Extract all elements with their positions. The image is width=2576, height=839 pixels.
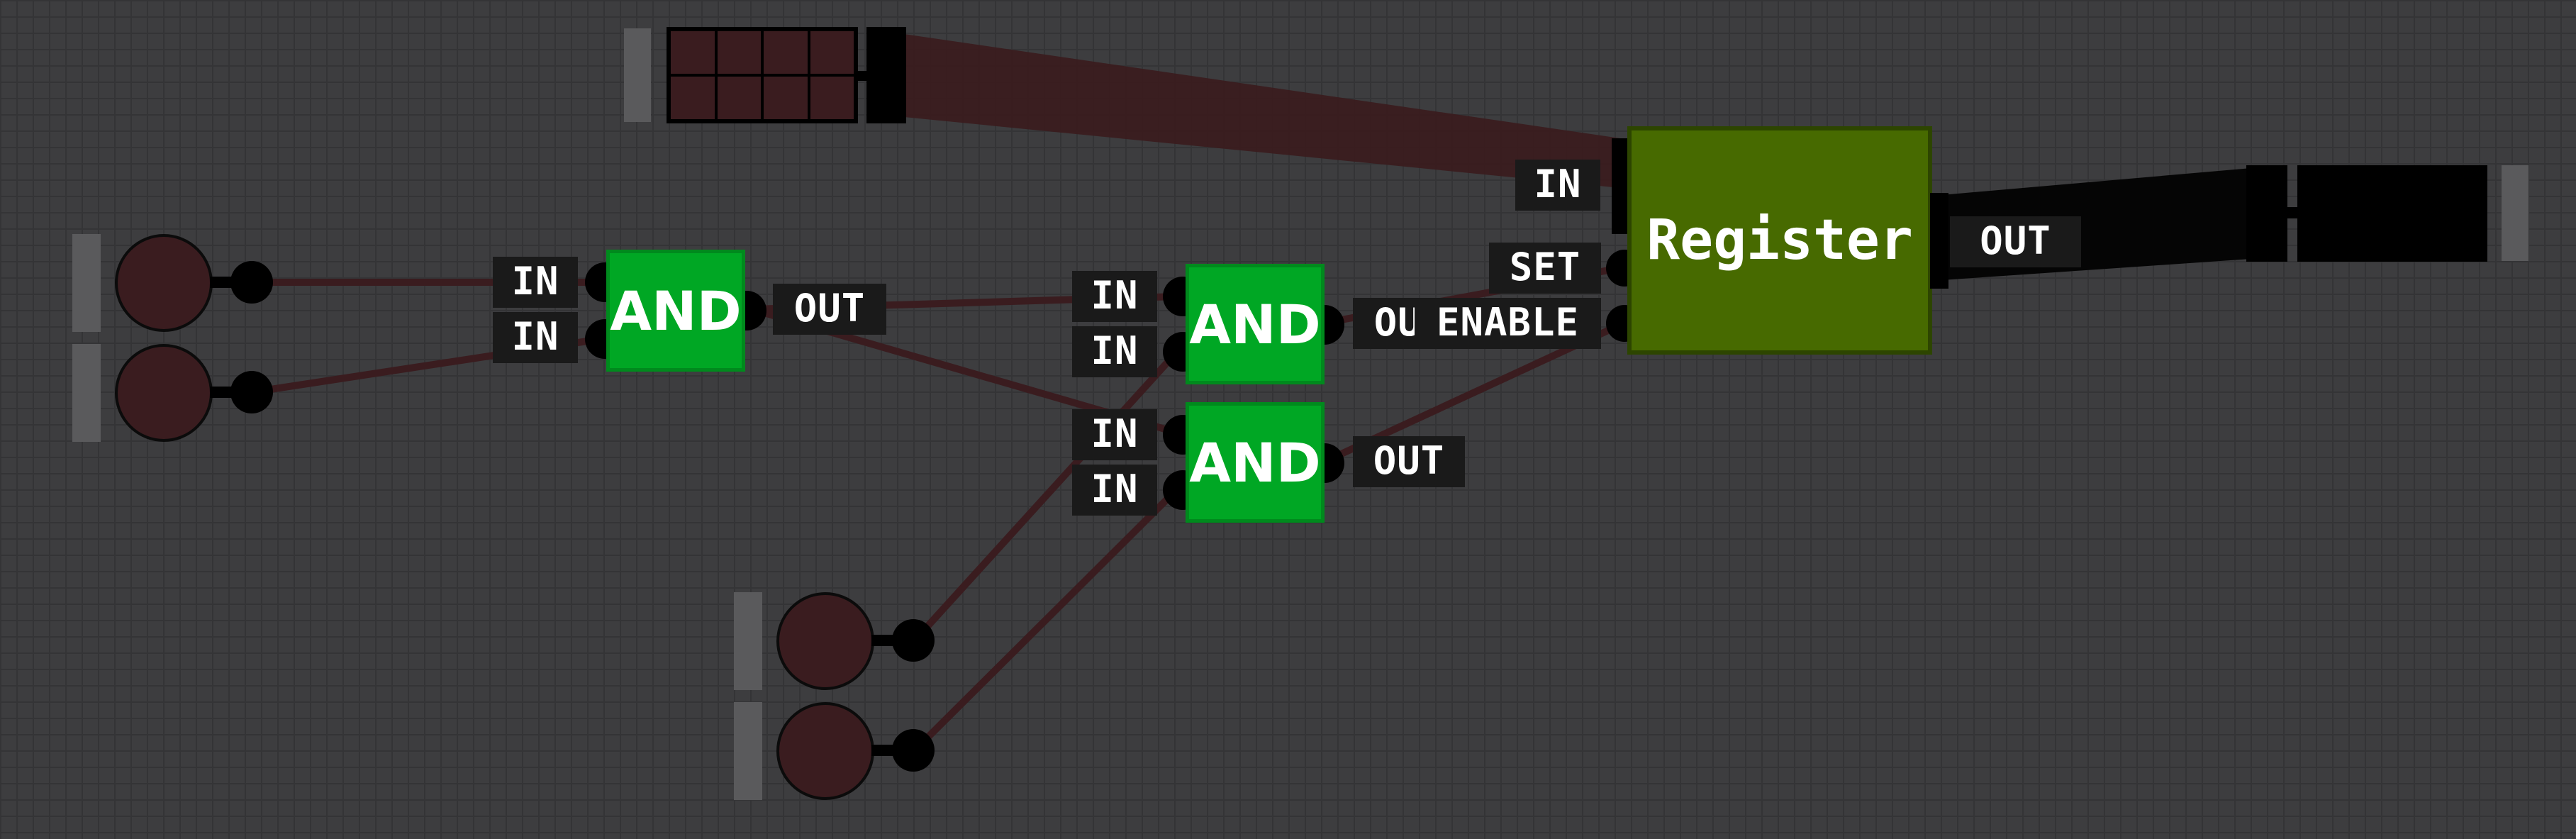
output-display-handle[interactable] xyxy=(2502,165,2528,261)
input-bus-wire xyxy=(904,34,1620,188)
and3-in-label: IN xyxy=(1072,409,1157,460)
wire-switch-d-to-and xyxy=(911,486,1181,754)
register-enable-label: ENABLE xyxy=(1415,298,1601,349)
bus-bit[interactable] xyxy=(762,75,809,121)
switch-b-handle[interactable] xyxy=(72,344,101,442)
and2-in-label: IN xyxy=(1072,271,1157,322)
bus-bit[interactable] xyxy=(715,75,762,121)
and1-out-label: OUT xyxy=(773,284,886,335)
switch-c-output-pin[interactable] xyxy=(892,619,935,662)
register-out-label: OUT xyxy=(1950,216,2081,267)
switch-d-handle[interactable] xyxy=(734,702,762,800)
bus-input-pin[interactable] xyxy=(866,27,906,123)
bus-bit[interactable] xyxy=(808,75,855,121)
lamp-icon[interactable] xyxy=(115,344,213,442)
switch-a-output-pin[interactable] xyxy=(230,261,273,304)
and1-in-label: IN xyxy=(493,257,578,308)
register-in-label: IN xyxy=(1515,160,1600,211)
bus-bit[interactable] xyxy=(762,30,809,75)
register-in-pin[interactable] xyxy=(1612,138,1629,234)
output-bus-pin[interactable] xyxy=(2246,165,2287,262)
bus-input-handle[interactable] xyxy=(624,28,651,122)
bus-bit[interactable] xyxy=(808,30,855,75)
switch-c-handle[interactable] xyxy=(734,592,762,690)
lamp-icon[interactable] xyxy=(115,234,213,332)
lamp-icon[interactable] xyxy=(776,702,874,800)
register-block[interactable]: Register xyxy=(1627,126,1932,355)
bus-bit[interactable] xyxy=(669,30,716,75)
and1-in-label: IN xyxy=(493,312,578,363)
output-display[interactable] xyxy=(2297,165,2487,262)
and-gate-2[interactable]: AND xyxy=(1186,264,1325,384)
register-out-pin[interactable] xyxy=(1930,193,1948,289)
bus-bit[interactable] xyxy=(669,75,716,121)
and-gate-3[interactable]: AND xyxy=(1186,402,1325,523)
bus-bit[interactable] xyxy=(715,30,762,75)
bus-input-switches[interactable] xyxy=(667,27,858,123)
and3-out-label: OUT xyxy=(1353,436,1465,487)
output-bus-connector xyxy=(2287,207,2299,218)
lamp-icon[interactable] xyxy=(776,592,874,690)
wire-switch-c-to-and xyxy=(911,348,1181,644)
switch-a-handle[interactable] xyxy=(72,234,101,332)
switch-d-output-pin[interactable] xyxy=(892,729,935,772)
and3-in-label: IN xyxy=(1072,465,1157,516)
register-set-label: SET xyxy=(1489,243,1601,294)
and-gate-1[interactable]: AND xyxy=(606,250,745,372)
and2-in-label: IN xyxy=(1072,326,1157,377)
switch-b-output-pin[interactable] xyxy=(230,371,273,413)
